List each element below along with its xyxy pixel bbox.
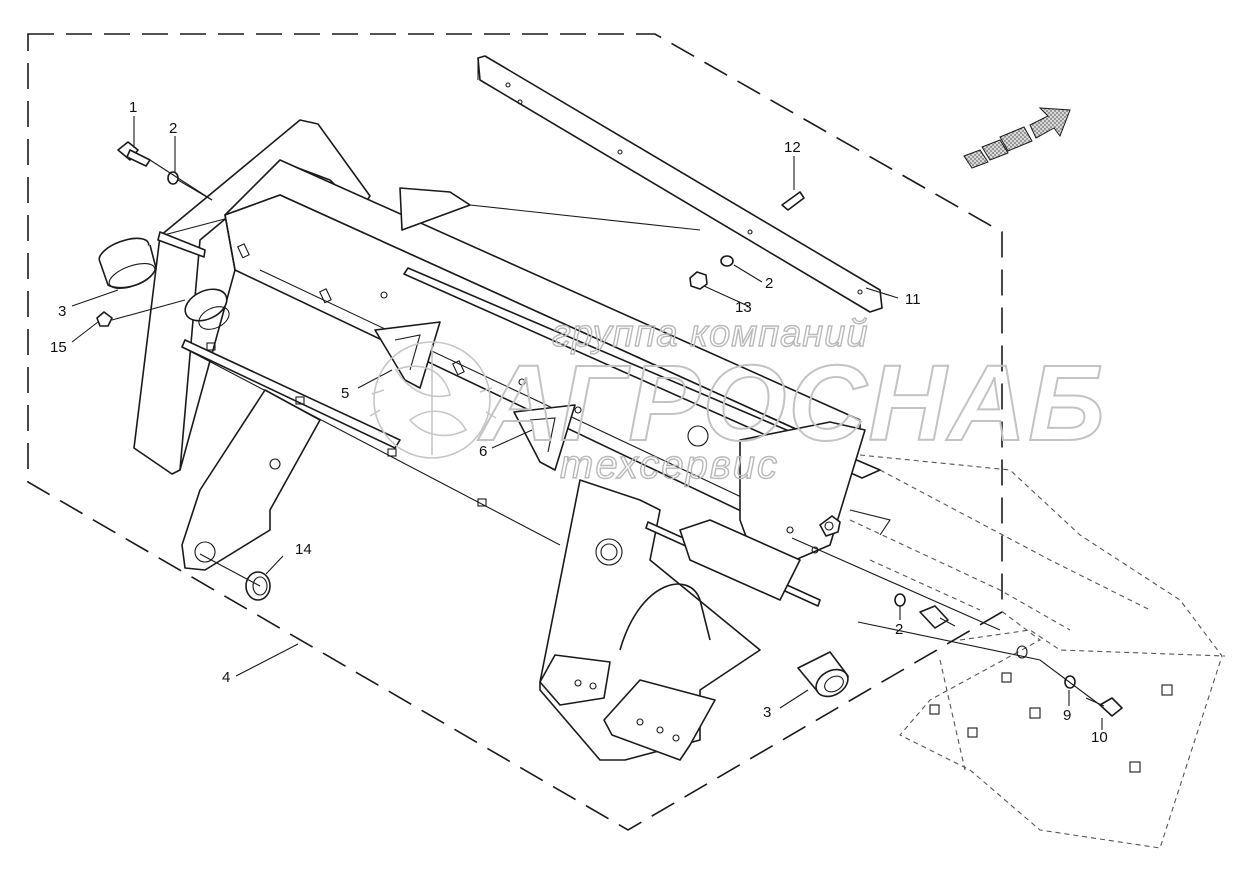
washer-top-left: [167, 171, 179, 185]
washer-top-right: [720, 255, 734, 267]
callout-1: 1: [129, 99, 137, 116]
callout-2-lower-right: 2: [895, 621, 903, 638]
top-strip-plate: [477, 55, 883, 313]
callout-4: 4: [222, 669, 230, 686]
bushing-left: [98, 237, 157, 290]
ring-part-14: [245, 571, 271, 601]
callout-9: 9: [1063, 707, 1071, 724]
frame-right-bracket: [645, 421, 891, 607]
callout-12: 12: [784, 139, 801, 156]
callout-13: 13: [735, 299, 752, 316]
axis-lines: [111, 159, 1101, 706]
callout-2-top-left: 2: [169, 120, 177, 137]
watermark: группа компаний АГРОСНАБ техсервис: [369, 312, 1107, 488]
bolt-part-1: [117, 141, 151, 167]
main-beam: [179, 159, 881, 546]
watermark-line-3: техсервис: [560, 443, 779, 487]
bolt-part-10: [1085, 697, 1123, 717]
callout-6: 6: [479, 443, 487, 460]
grease-fitting-part-15: [96, 311, 113, 327]
bolt-lower-right: [919, 605, 956, 629]
bolt-part-12: [781, 191, 805, 211]
callout-11: 11: [905, 291, 921, 308]
attached-header-ghost: [849, 454, 1226, 849]
watermark-line-2: АГРОСНАБ: [477, 342, 1107, 463]
callout-3-right: 3: [763, 704, 771, 721]
bushing-right: [797, 651, 849, 698]
bushing-frame-left: [184, 288, 230, 330]
callout-3-left: 3: [58, 303, 66, 320]
agrosnab-logo-icon: [369, 341, 497, 459]
callout-10: 10: [1091, 729, 1108, 746]
callout-labels: 1 2 2 2 3 3 4 5 6 9 10 11 12 13 14 15: [50, 99, 1108, 746]
watermark-line-1: группа компаний: [552, 313, 868, 355]
direction-arrow-icon: [963, 107, 1071, 169]
callout-5: 5: [341, 385, 349, 402]
callout-2-top-right: 2: [765, 275, 773, 292]
hole-right-ghost: [1016, 645, 1028, 659]
leader-lines: [71, 116, 1103, 730]
callout-15: 15: [50, 339, 67, 356]
gusset-part-6: [513, 404, 576, 471]
gusset-part-5: [374, 321, 441, 389]
frame-left-arm: [181, 389, 321, 571]
washer-lower-right: [894, 593, 906, 607]
frame-right-support: [539, 479, 761, 761]
nut-part-13: [689, 271, 708, 290]
callout-14: 14: [295, 541, 312, 558]
